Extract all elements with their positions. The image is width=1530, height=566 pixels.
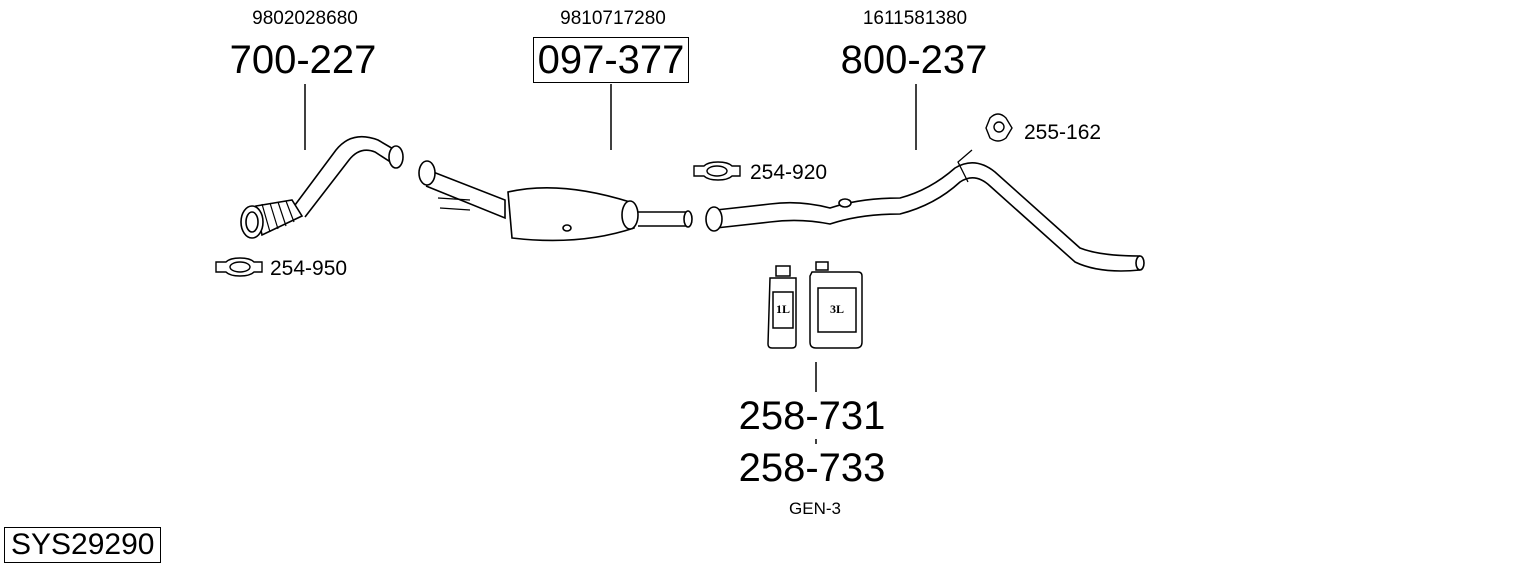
part-number-dpf[interactable]: 097-377 (532, 37, 690, 83)
oem-number-dpf: 9810717280 (560, 8, 666, 29)
additive-bottle-1l-drawing[interactable] (767, 265, 797, 349)
rear-pipe-drawing[interactable] (705, 149, 1145, 272)
dpf-drawing[interactable] (418, 160, 693, 242)
rubber-mount-drawing[interactable] (985, 113, 1013, 142)
oem-number-front-pipe: 9802028680 (252, 8, 358, 29)
part-number-additive-3l[interactable]: 258-733 (738, 446, 886, 490)
clamp-drawing-254-920[interactable] (693, 161, 741, 181)
container-label-1l: 1L (775, 302, 790, 316)
container-label-3l: 3L (829, 302, 844, 316)
accessory-label-clamp-front[interactable]: 254-950 (270, 257, 348, 280)
part-number-dpf-box[interactable]: 097-377 (481, 37, 741, 83)
generation-label: GEN-3 (789, 499, 841, 518)
part-number-rear-pipe[interactable]: 800-237 (840, 38, 988, 82)
oem-number-rear-pipe: 1611581380 (862, 8, 968, 29)
part-number-front-pipe[interactable]: 700-227 (229, 38, 377, 82)
part-number-additive-1l[interactable]: 258-731 (738, 394, 886, 438)
clamp-drawing-254-950[interactable] (215, 257, 263, 277)
accessory-label-clamp-mid[interactable]: 254-920 (750, 161, 828, 184)
accessory-label-rubber-mount[interactable]: 255-162 (1024, 121, 1102, 144)
front-pipe-drawing[interactable] (240, 135, 404, 239)
additive-canister-3l-drawing[interactable] (809, 261, 863, 349)
system-id: SYS29290 (4, 527, 162, 563)
